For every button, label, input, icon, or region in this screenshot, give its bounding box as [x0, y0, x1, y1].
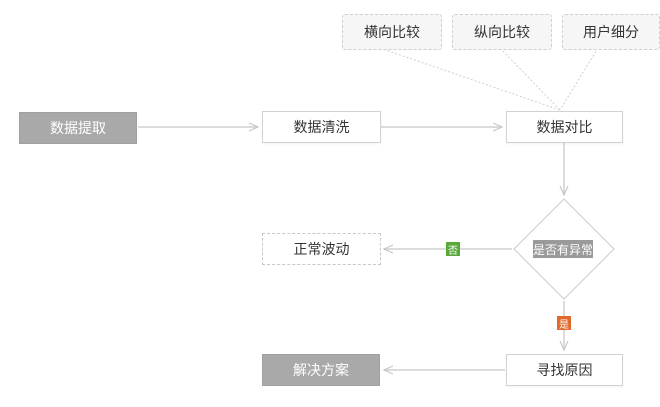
node-find-cause: 寻找原因 [506, 354, 623, 386]
node-solution: 解决方案 [262, 354, 380, 386]
tag-horizontal-compare: 横向比较 [342, 14, 442, 50]
branch-no-badge: 否 [446, 242, 460, 257]
node-normal-fluctuation: 正常波动 [262, 233, 381, 265]
branch-yes-badge: 是 [557, 316, 571, 331]
tag-segment-link [559, 47, 599, 111]
node-data-clean: 数据清洗 [262, 111, 381, 143]
node-data-extract: 数据提取 [19, 112, 137, 144]
decision-label: 是否有异常 [533, 240, 593, 258]
tag-vertical-compare: 纵向比较 [452, 14, 552, 50]
tag-horizontal-link [379, 47, 561, 111]
tag-user-segment: 用户细分 [562, 14, 660, 50]
node-data-compare: 数据对比 [506, 111, 623, 143]
tag-vertical-link [499, 47, 561, 111]
